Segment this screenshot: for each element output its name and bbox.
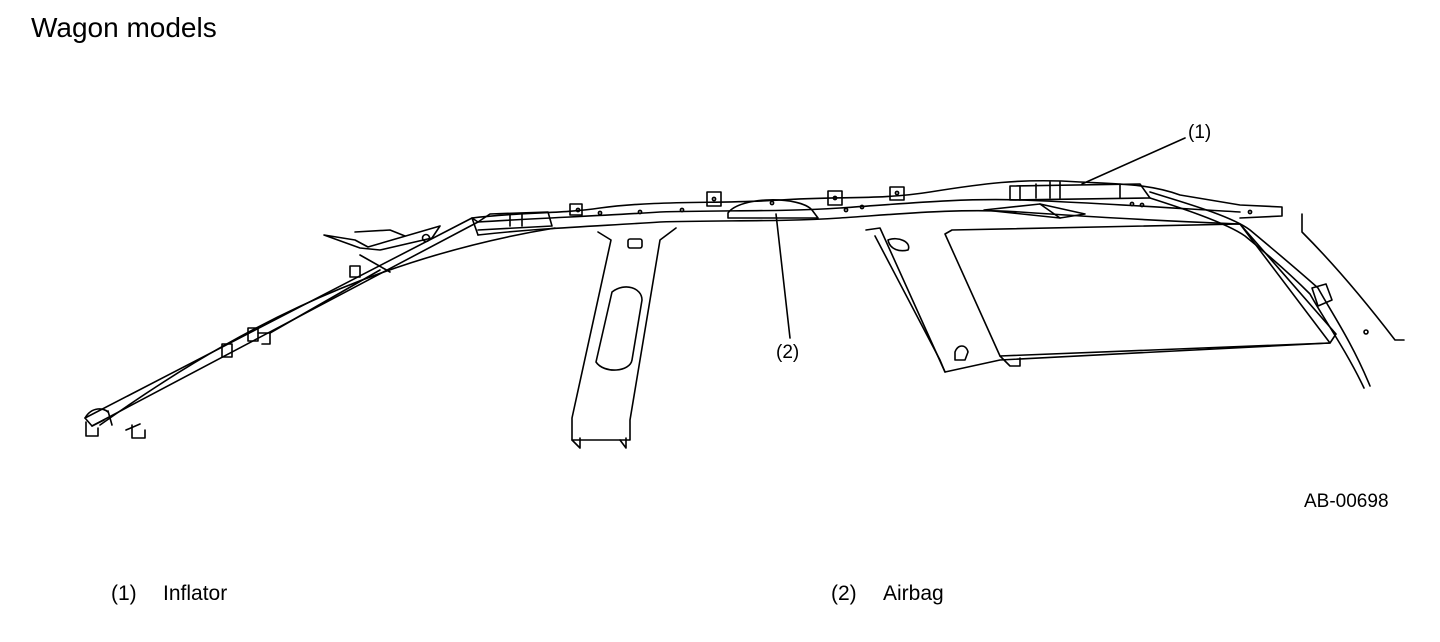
legend-item-airbag: (2) Airbag xyxy=(831,582,944,606)
a-pillar-section xyxy=(84,217,556,439)
callout-1-leader xyxy=(1081,137,1186,185)
legend-number: (2) xyxy=(831,582,857,605)
figure-code: AB-00698 xyxy=(1304,491,1389,512)
legend-text: Inflator xyxy=(163,582,228,605)
legend-text: Airbag xyxy=(883,582,944,605)
airbag-rail xyxy=(471,179,1283,236)
callout-2-leader xyxy=(775,213,791,339)
page-title: Wagon models xyxy=(31,12,217,43)
legend-number: (1) xyxy=(111,582,137,605)
callout-2-label: (2) xyxy=(776,342,799,363)
c-pillar-trim xyxy=(865,203,1337,373)
rear-body-edge xyxy=(1301,213,1405,341)
inflator xyxy=(1009,181,1371,389)
b-pillar-trim xyxy=(571,227,677,449)
callout-1-label: (1) xyxy=(1188,122,1211,143)
legend-item-inflator: (1) Inflator xyxy=(111,582,227,606)
